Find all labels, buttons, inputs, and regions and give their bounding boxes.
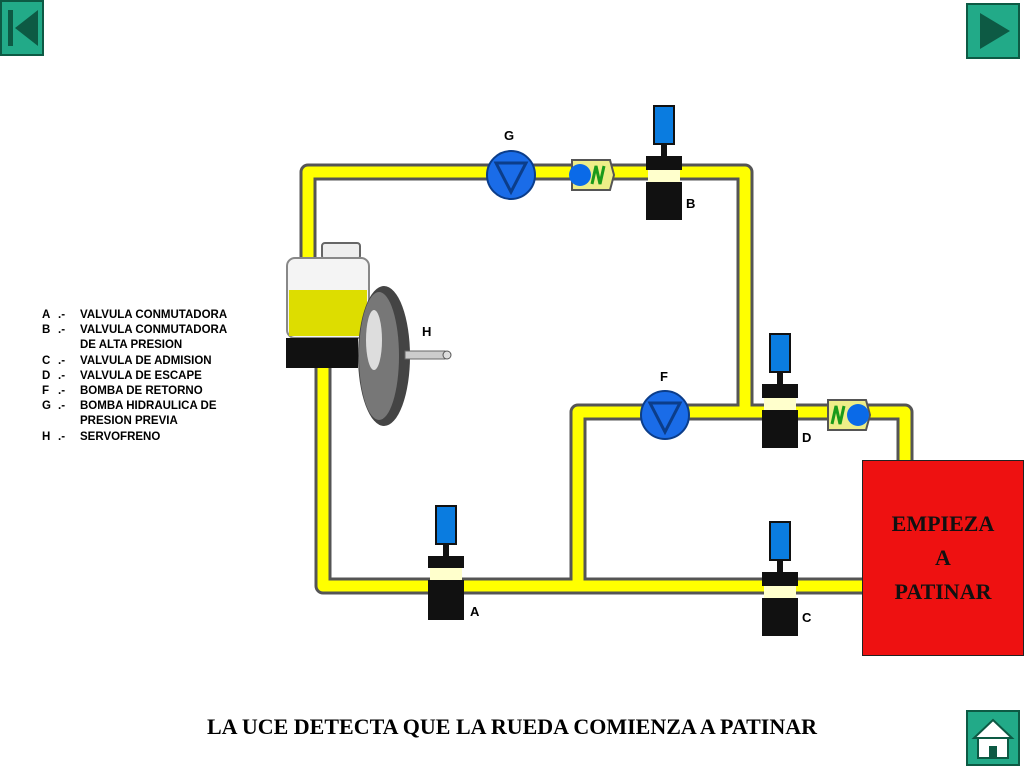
legend-item-continued: PRESION PREVIA xyxy=(80,415,178,428)
label-d: D xyxy=(802,430,812,445)
servo-brake-h xyxy=(358,286,452,426)
valve-c xyxy=(762,521,798,636)
legend-item: F.-BOMBA DE RETORNO xyxy=(42,385,203,398)
pipes xyxy=(299,163,914,595)
label-a: A xyxy=(470,604,480,619)
alert-line-2: A xyxy=(935,545,951,570)
play-next-icon xyxy=(980,13,1010,49)
legend-item: C.-VALVULA DE ADMISION xyxy=(42,354,212,367)
label-f: F xyxy=(660,369,668,384)
legend: A.-VALVULA CONMUTADORA B.-VALVULA CONMUT… xyxy=(42,308,227,445)
home-button[interactable] xyxy=(966,710,1020,766)
pump-f xyxy=(640,390,690,440)
label-h: H xyxy=(422,324,432,339)
legend-item: B.-VALVULA CONMUTADORA xyxy=(42,324,228,337)
next-slide-button[interactable] xyxy=(966,3,1020,59)
skip-first-icon xyxy=(8,10,38,46)
brake-fluid-reservoir xyxy=(286,242,370,368)
alert-line-3: PATINAR xyxy=(894,579,992,604)
legend-item: D.-VALVULA DE ESCAPE xyxy=(42,369,202,382)
first-slide-button[interactable] xyxy=(0,0,44,56)
legend-item: G.-BOMBA HIDRAULICA DE xyxy=(42,400,217,413)
pump-g xyxy=(486,150,536,200)
alert-line-1: EMPIEZA xyxy=(891,511,995,536)
slide-caption: LA UCE DETECTA QUE LA RUEDA COMIENZA A P… xyxy=(207,714,817,739)
check-valve-d xyxy=(827,399,872,431)
valve-a xyxy=(428,505,464,620)
legend-item: A.-VALVULA CONMUTADORA xyxy=(42,309,228,321)
wheel-slip-alert: EMPIEZA A PATINAR xyxy=(862,460,1024,656)
label-c: C xyxy=(802,610,812,625)
valve-d xyxy=(762,333,798,448)
label-g: G xyxy=(504,128,515,143)
check-valve-g xyxy=(569,159,616,191)
legend-item: H.-SERVOFRENO xyxy=(42,430,161,443)
home-icon xyxy=(971,718,1015,759)
valve-b xyxy=(646,105,682,220)
label-b: B xyxy=(686,196,696,211)
legend-item-continued: DE ALTA PRESION xyxy=(80,339,183,352)
